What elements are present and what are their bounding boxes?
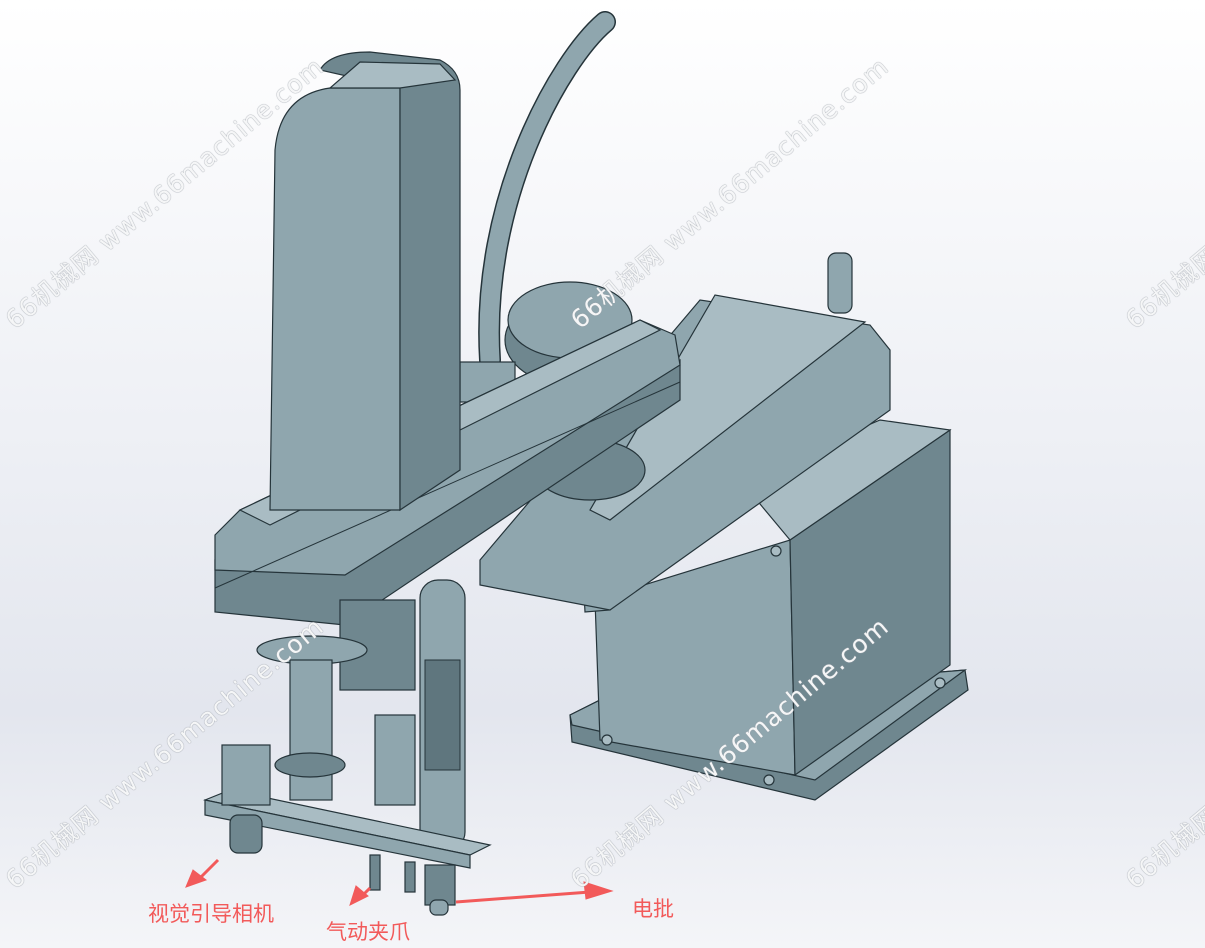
arrow-camera-head xyxy=(185,869,208,888)
gripper-finger xyxy=(369,854,381,891)
bolt xyxy=(770,545,782,557)
gripper-finger xyxy=(404,861,416,893)
arrow-screwdriver xyxy=(455,890,591,904)
stopper-rod xyxy=(827,252,853,314)
gripper-cylinder xyxy=(374,714,416,806)
arm-seam xyxy=(214,381,681,589)
label-electric-screwdriver: 电批 xyxy=(632,897,674,921)
vertical-column-top xyxy=(328,61,457,89)
bolt xyxy=(601,734,613,746)
cable-fill xyxy=(479,12,615,370)
label-pneumatic-gripper: 气动夹爪 xyxy=(326,920,410,944)
label-vision-camera: 视觉引导相机 xyxy=(148,902,274,926)
vertical-column-front xyxy=(269,87,401,511)
bolt xyxy=(934,677,946,689)
vertical-column-side xyxy=(319,51,461,512)
tool-plate xyxy=(204,799,471,869)
screwdriver-bit-holder xyxy=(424,864,456,906)
arrow-gripper-head xyxy=(349,885,369,906)
screwdriver-bit xyxy=(429,899,449,916)
camera-lens xyxy=(229,814,263,854)
annotation-arrows xyxy=(185,858,614,906)
screwdriver-grip xyxy=(424,659,461,771)
arrow-screwdriver-head xyxy=(583,881,614,900)
bolt xyxy=(763,774,775,786)
spline-shaft xyxy=(289,659,333,801)
camera-body xyxy=(221,744,271,806)
shaft-clamp xyxy=(274,752,346,778)
